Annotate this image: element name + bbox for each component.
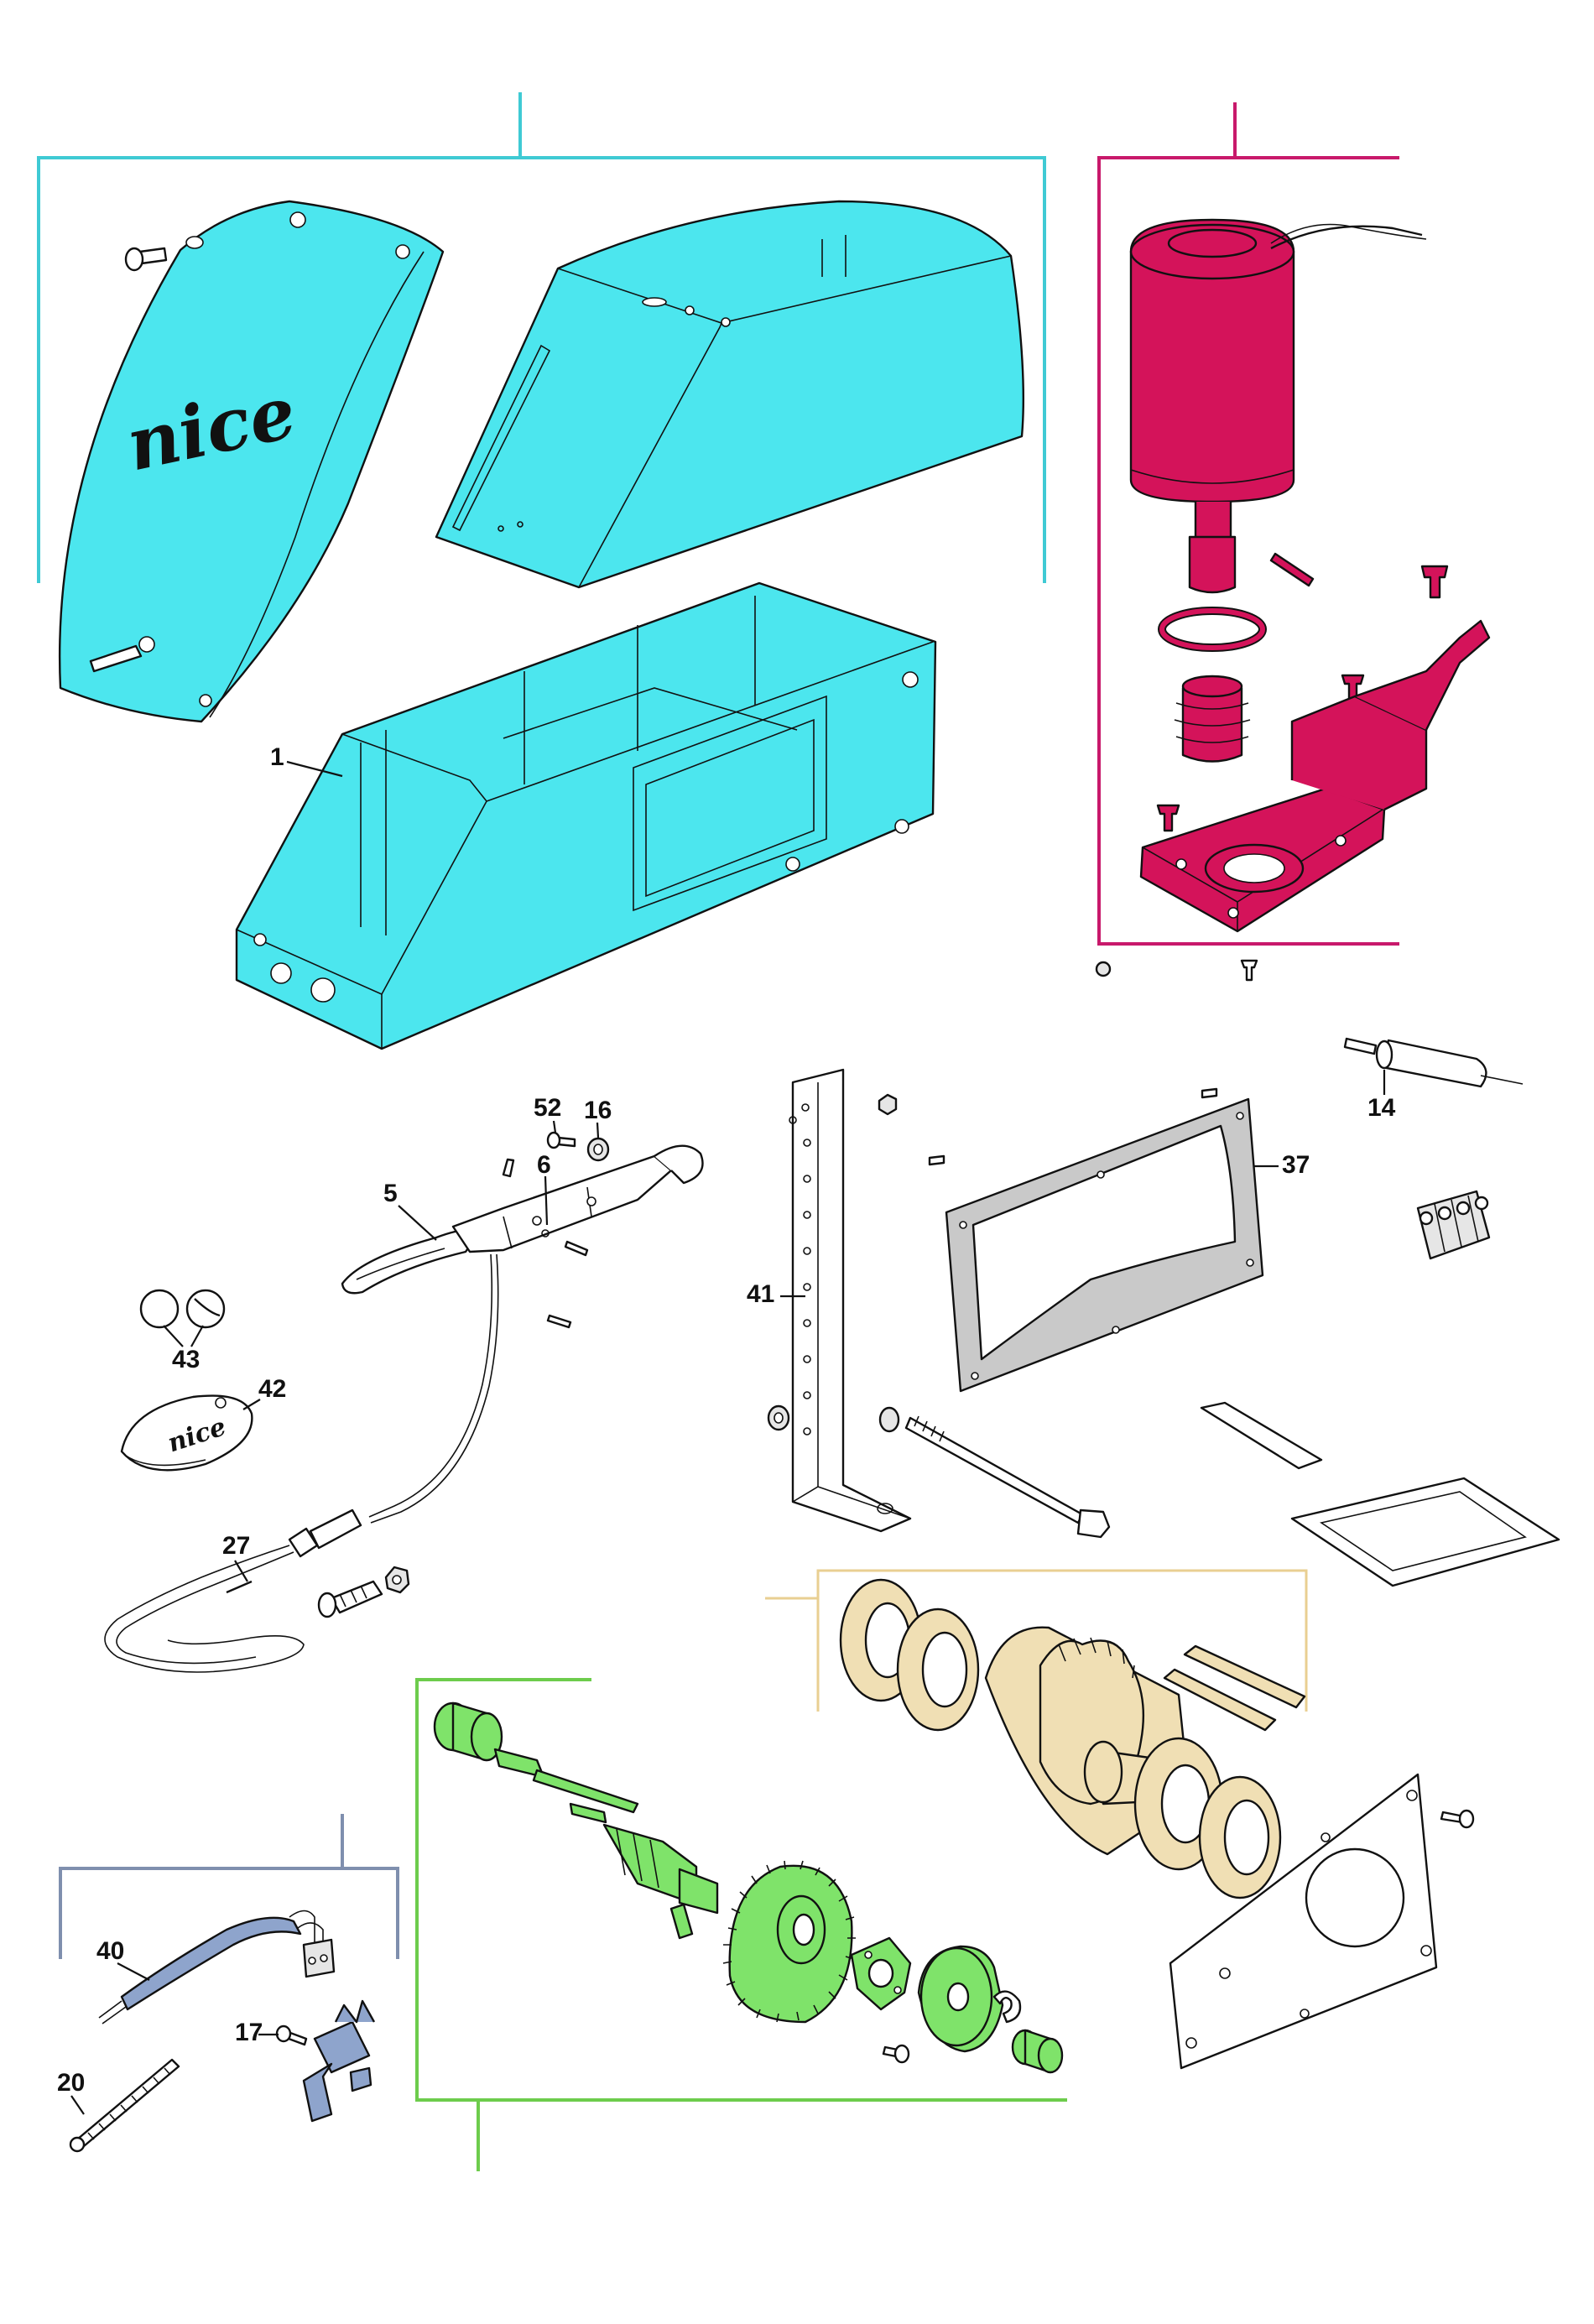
square-seal	[1290, 1477, 1560, 1587]
svg-text:40: 40	[96, 1937, 124, 1965]
svg-text:6: 6	[537, 1151, 551, 1179]
callout-capacitor: 14	[1367, 1070, 1396, 1122]
frame-shaft-group	[415, 1678, 1067, 2171]
bracket-washer	[767, 1404, 790, 1431]
shaft-pin	[669, 1903, 694, 1940]
limit-switch-screw	[275, 2024, 308, 2046]
gearbox-screw-left	[1156, 804, 1180, 832]
callout-limit-spring: 20	[57, 2069, 85, 2115]
cable-adjuster	[317, 1566, 410, 1618]
release-lever	[341, 1144, 704, 1295]
motor-wires	[1270, 223, 1427, 250]
svg-text:42: 42	[258, 1375, 286, 1403]
callout-release-lever: 5	[383, 1180, 437, 1241]
mounting-bracket-part	[791, 1068, 912, 1533]
lever-pin-part	[502, 1158, 515, 1178]
svg-text:52: 52	[534, 1094, 561, 1122]
lever-bolt-part	[546, 1131, 576, 1149]
callout-lever-nut: 16	[584, 1097, 612, 1139]
svg-text:41: 41	[747, 1280, 774, 1308]
svg-text:27: 27	[222, 1532, 250, 1560]
limit-switch-part	[302, 1999, 376, 2123]
svg-text:16: 16	[584, 1097, 612, 1124]
release-knob-part	[139, 1289, 226, 1329]
svg-text:20: 20	[57, 2069, 85, 2097]
callout-limit-switch: 17	[235, 2019, 279, 2046]
callout-mounting-bracket: 41	[747, 1280, 805, 1308]
callout-key-cover: 42	[242, 1375, 286, 1410]
end-cover-lower-screw	[89, 644, 143, 673]
motor-pin	[1269, 552, 1315, 587]
top-cover	[435, 200, 1025, 589]
svg-text:14: 14	[1367, 1094, 1396, 1122]
drive-shaft	[493, 1748, 719, 1915]
frame-housing-group	[37, 92, 1046, 583]
bearing-4	[1198, 1775, 1282, 1899]
long-bolt	[878, 1406, 1111, 1539]
frame-motor-group	[1097, 102, 1399, 946]
bearing-2	[896, 1608, 980, 1732]
motor-o-ring	[1158, 607, 1267, 652]
shaft-bushing	[433, 1701, 503, 1762]
lever-small-screw	[546, 1240, 589, 1329]
worm-screw	[1174, 675, 1251, 763]
drive-gear	[722, 1860, 856, 2024]
gearbox-cover-plate	[1169, 1773, 1438, 2070]
svg-text:37: 37	[1282, 1151, 1310, 1179]
svg-text:43: 43	[172, 1346, 200, 1373]
callout-release-cable: 27	[222, 1532, 250, 1582]
bracket-nut	[878, 1093, 898, 1116]
motor	[1129, 218, 1295, 594]
base-housing	[235, 581, 937, 1050]
callout-lever-pin: 6	[537, 1151, 551, 1226]
gasket-screw	[928, 1087, 1218, 1166]
motor-mount-plate	[1139, 619, 1491, 933]
callout-base-housing: 1	[270, 743, 343, 778]
gear-key-2	[1163, 1668, 1277, 1732]
svg-text:5: 5	[383, 1180, 398, 1207]
circlip	[992, 1990, 1022, 2024]
callout-lever-bolt: 52	[534, 1094, 561, 1133]
switch-cable-part	[98, 1910, 336, 2024]
lever-nut-part	[586, 1137, 610, 1162]
flat-strip	[1200, 1401, 1323, 1470]
frame-switch-group	[59, 1814, 399, 1959]
motor-small-screw	[1240, 959, 1258, 982]
clutch-ring	[917, 1945, 1004, 2053]
motor-screw	[1420, 565, 1449, 599]
key-cover-part: nice	[120, 1394, 253, 1472]
shaft-end-bushing	[1011, 2029, 1064, 2074]
cover-plate-screw	[1440, 1809, 1475, 1829]
end-cover: nice	[58, 200, 445, 723]
shaft-flange	[850, 1936, 912, 2011]
callout-gasket: 37	[1254, 1151, 1310, 1179]
bracket-small-part	[789, 1116, 797, 1124]
callout-switch-cable: 40	[96, 1937, 150, 1981]
gear-key-1	[1183, 1644, 1306, 1709]
svg-text:17: 17	[235, 2019, 263, 2046]
gasket-part	[945, 1097, 1264, 1393]
release-cable-part	[104, 1253, 499, 1673]
frame-gear-group	[765, 1569, 1308, 1712]
capacitor-part	[1343, 1037, 1524, 1088]
terminal-block	[1416, 1190, 1491, 1260]
end-cover-screw	[124, 236, 204, 272]
motor-nut	[1095, 961, 1112, 977]
svg-text:1: 1	[270, 743, 284, 771]
limit-spring-part	[69, 2058, 180, 2153]
shaft-flange-screw	[882, 2044, 910, 2064]
callout-release-knob: 43	[163, 1325, 204, 1373]
